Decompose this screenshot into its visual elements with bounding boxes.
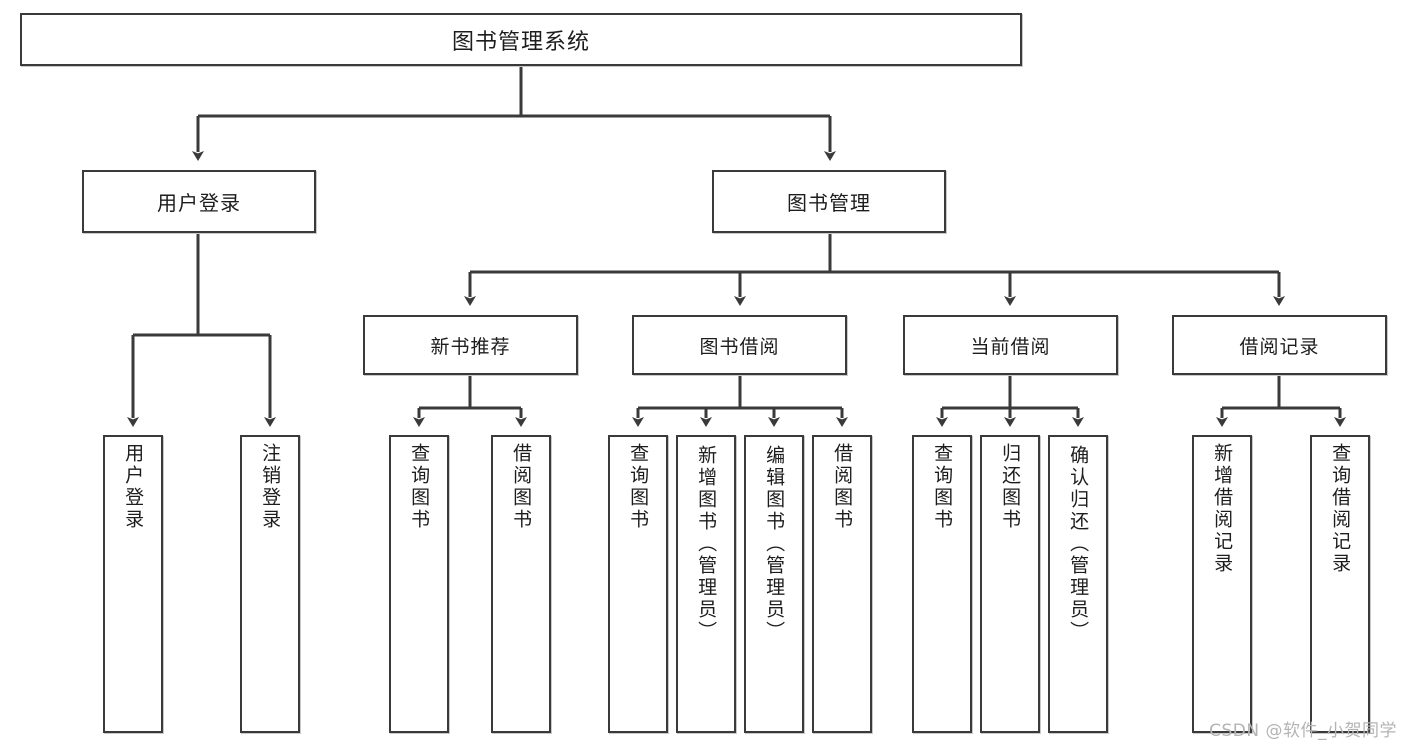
node-label: 图书管理 xyxy=(787,191,871,215)
node-label: 借阅图书 xyxy=(510,443,533,531)
node-label: 查询图书 xyxy=(627,443,650,531)
node-current-borrow[interactable]: 当前借阅 xyxy=(903,315,1118,375)
leaf-book-borrow-add-book-admin[interactable]: 新增图书（管理员） xyxy=(676,435,736,733)
leaf-current-borrow-query-book[interactable]: 查询图书 xyxy=(912,435,972,733)
node-label: 查询图书 xyxy=(931,443,954,531)
leaf-user-login-login[interactable]: 用户登录 xyxy=(103,435,163,733)
leaf-current-borrow-confirm-return-admin[interactable]: 确认归还（管理员） xyxy=(1048,435,1108,733)
node-label: 新书推荐 xyxy=(430,335,511,358)
node-label: 新增图书（管理员） xyxy=(695,445,718,643)
leaf-book-borrow-edit-book-admin[interactable]: 编辑图书（管理员） xyxy=(744,435,804,733)
node-label: 图书借阅 xyxy=(699,335,780,358)
node-borrow-record[interactable]: 借阅记录 xyxy=(1172,315,1387,375)
leaf-book-borrow-borrow-book[interactable]: 借阅图书 xyxy=(812,435,872,733)
node-label: 查询图书 xyxy=(408,443,431,531)
node-label: 当前借阅 xyxy=(970,335,1051,358)
node-label: 新增借阅记录 xyxy=(1211,443,1234,575)
node-user-login[interactable]: 用户登录 xyxy=(82,170,316,233)
node-root-library-management-system[interactable]: 图书管理系统 xyxy=(20,13,1022,66)
node-book-management[interactable]: 图书管理 xyxy=(712,170,946,233)
node-label: 注销登录 xyxy=(259,443,282,531)
csdn-watermark: CSDN @软件_小贺同学 xyxy=(1209,721,1397,741)
node-label: 确认归还（管理员） xyxy=(1067,445,1090,643)
leaf-borrow-record-add-record[interactable]: 新增借阅记录 xyxy=(1192,435,1252,733)
node-label: 借阅记录 xyxy=(1239,335,1320,358)
node-book-borrow[interactable]: 图书借阅 xyxy=(632,315,847,375)
leaf-new-book-query-book[interactable]: 查询图书 xyxy=(389,435,449,733)
node-label: 图书管理系统 xyxy=(451,29,590,55)
node-new-book-recommend[interactable]: 新书推荐 xyxy=(363,315,578,375)
leaf-borrow-record-query-record[interactable]: 查询借阅记录 xyxy=(1310,435,1370,733)
node-label: 查询借阅记录 xyxy=(1329,443,1352,575)
node-label: 借阅图书 xyxy=(831,443,854,531)
leaf-user-login-logout[interactable]: 注销登录 xyxy=(240,435,300,733)
leaf-new-book-borrow-book[interactable]: 借阅图书 xyxy=(491,435,551,733)
node-label: 用户登录 xyxy=(122,443,145,531)
leaf-current-borrow-return-book[interactable]: 归还图书 xyxy=(980,435,1040,733)
leaf-book-borrow-query-book[interactable]: 查询图书 xyxy=(608,435,668,733)
node-label: 用户登录 xyxy=(157,191,241,215)
node-label: 归还图书 xyxy=(999,443,1022,531)
node-label: 编辑图书（管理员） xyxy=(763,445,786,643)
